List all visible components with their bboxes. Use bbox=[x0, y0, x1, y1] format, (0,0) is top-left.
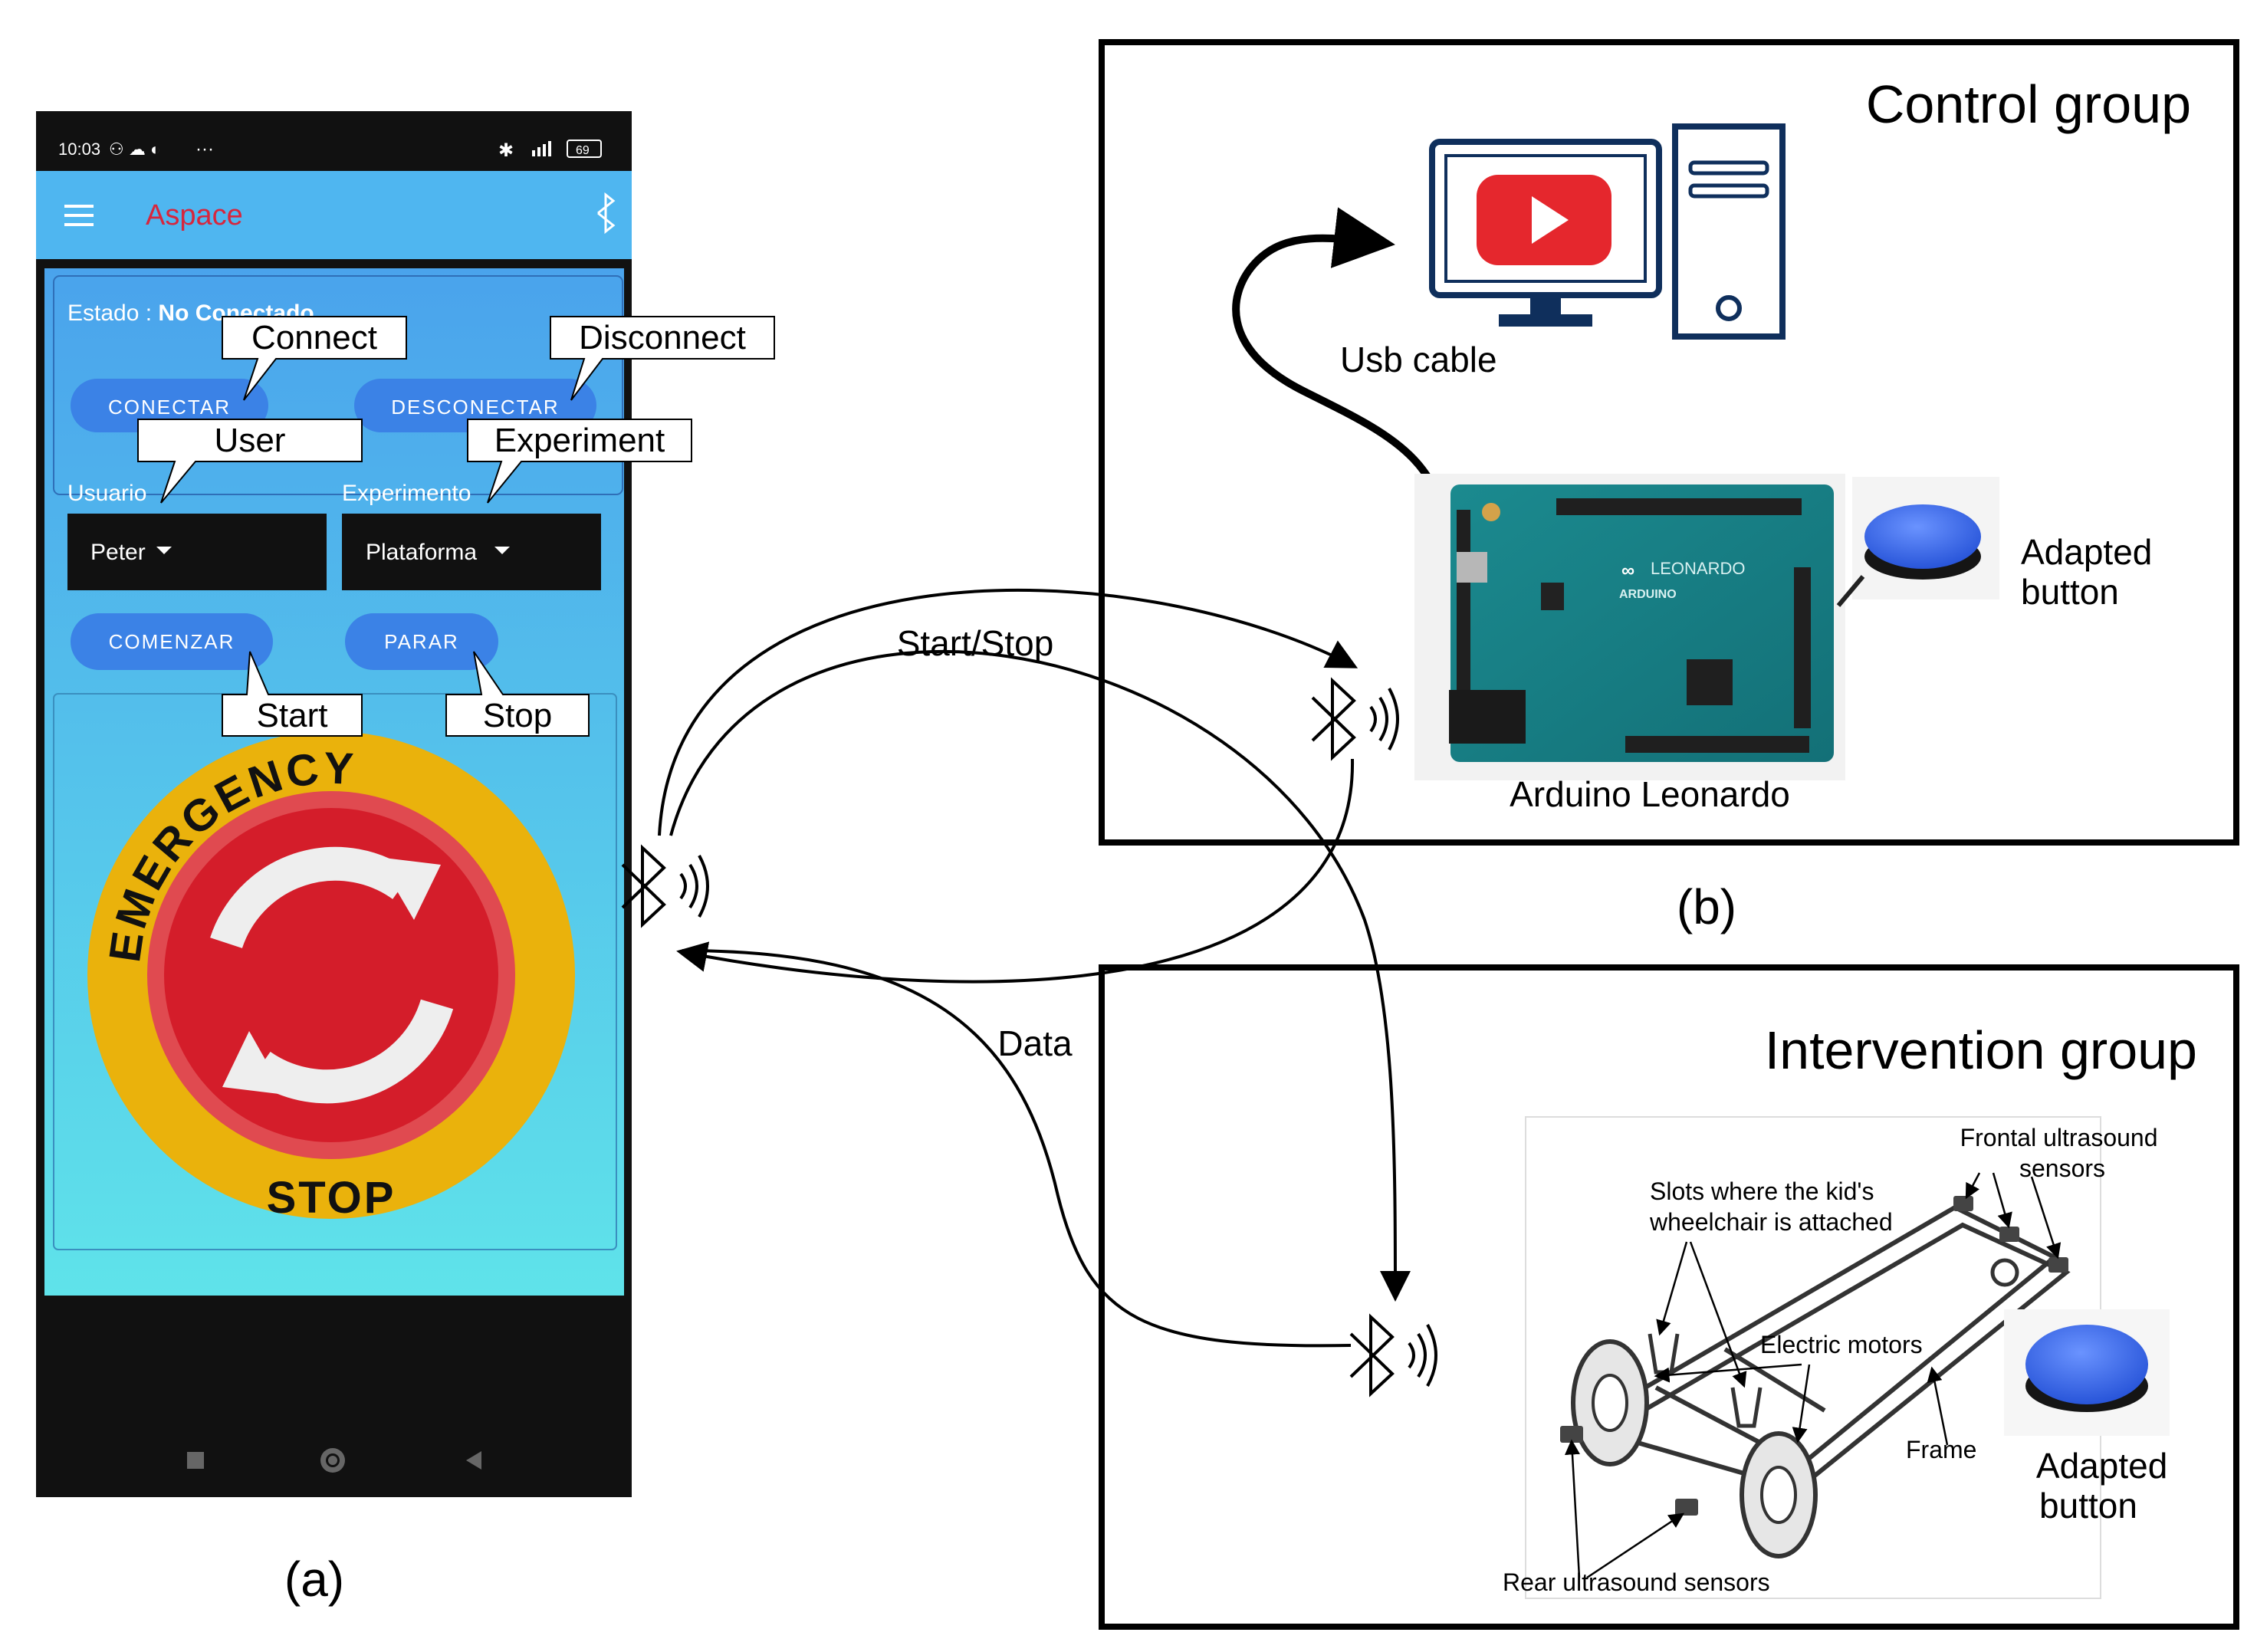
adapted-button-label-control: Adapted button bbox=[2021, 532, 2162, 612]
arduino-label: Arduino Leonardo bbox=[1510, 774, 1790, 814]
start-stop-link-vehicle bbox=[669, 650, 1411, 1302]
battery-icon bbox=[567, 140, 602, 158]
intervention-group-title: Intervention group bbox=[1765, 1020, 2197, 1080]
arduino-board: ∞ LEONARDO ARDUINO bbox=[1414, 474, 1845, 780]
refresh-arrowhead-icon bbox=[377, 857, 441, 920]
refresh-icon bbox=[210, 846, 454, 1104]
svg-text:Disconnect: Disconnect bbox=[579, 319, 746, 356]
adapted-button-icon bbox=[2004, 1309, 2170, 1436]
svg-text:User: User bbox=[215, 422, 286, 459]
usb-cable-arrow bbox=[1232, 207, 1455, 570]
callouts: Connect Disconnect User Experiment Start… bbox=[137, 316, 775, 737]
desconectar-button-label: DESCONECTAR bbox=[391, 396, 559, 419]
status-icons: ⚇ ☁ ◐ bbox=[109, 140, 160, 159]
adapted-button-icon bbox=[1852, 477, 1999, 599]
connection-card bbox=[53, 275, 623, 495]
usuario-dropdown-value: Peter bbox=[90, 540, 146, 565]
usuario-dropdown[interactable] bbox=[67, 514, 327, 590]
frontal-sensors-label: Frontal ultrasound sensors bbox=[1960, 1124, 2165, 1182]
callout-disconnect: Disconnect bbox=[550, 316, 775, 401]
data-label: Data bbox=[997, 1023, 1073, 1063]
nav-back-icon[interactable] bbox=[466, 1451, 481, 1470]
experimento-dropdown[interactable] bbox=[342, 514, 601, 590]
board-logo: LEONARDO bbox=[1651, 559, 1745, 578]
frame-label: Frame bbox=[1906, 1436, 1976, 1463]
start-stop-label: Start/Stop bbox=[897, 623, 1054, 663]
callout-user: User bbox=[137, 419, 363, 504]
experimento-dropdown-value: Plataforma bbox=[366, 540, 477, 565]
rear-sensors-label: Rear ultrasound sensors bbox=[1503, 1568, 1770, 1596]
menu-icon[interactable] bbox=[64, 205, 94, 226]
computer-icon bbox=[1429, 123, 1786, 340]
parar-button-label: PARAR bbox=[384, 630, 459, 653]
callout-stop: Stop bbox=[445, 651, 590, 737]
experimento-label: Experimento bbox=[342, 481, 471, 506]
svg-text:∞: ∞ bbox=[1621, 560, 1634, 581]
control-group-title: Control group bbox=[1866, 74, 2191, 134]
leader-lines bbox=[1564, 1172, 2062, 1579]
signal-icon bbox=[532, 141, 551, 156]
status-time: 10:03 bbox=[58, 140, 100, 159]
usuario-label: Usuario bbox=[67, 481, 146, 506]
bluetooth-appbar-icon[interactable] bbox=[597, 192, 616, 235]
callout-connect: Connect bbox=[222, 316, 407, 401]
electric-motors-label: Electric motors bbox=[1760, 1331, 1923, 1358]
svg-text:Stop: Stop bbox=[483, 697, 553, 734]
callout-start: Start bbox=[222, 651, 363, 737]
bluetooth-icon-arduino bbox=[1311, 677, 1399, 761]
bluetooth-status-icon: ✱ bbox=[498, 140, 514, 161]
callout-experiment: Experiment bbox=[467, 419, 692, 504]
comenzar-button-label: COMENZAR bbox=[109, 630, 235, 653]
caption-a: (a) bbox=[284, 1552, 344, 1607]
bluetooth-icon-vehicle bbox=[1349, 1313, 1437, 1397]
svg-text:Experiment: Experiment bbox=[494, 422, 665, 459]
button-cable bbox=[1836, 575, 1865, 607]
data-link-vehicle bbox=[682, 949, 1352, 1348]
comenzar-button[interactable] bbox=[71, 613, 273, 670]
refresh-arrowhead-icon bbox=[222, 1031, 285, 1095]
battery-level: 69 bbox=[576, 144, 590, 157]
app-bar bbox=[36, 171, 632, 259]
wheel-icon bbox=[1571, 1258, 2019, 1558]
status-dots: ··· bbox=[195, 139, 214, 159]
app-title: Aspace bbox=[146, 199, 243, 232]
parar-button[interactable] bbox=[345, 613, 498, 670]
svg-text:Start: Start bbox=[257, 697, 328, 734]
conectar-button-label: CONECTAR bbox=[108, 396, 231, 419]
adapted-button-label-intervention: Adapted button bbox=[2036, 1446, 2177, 1526]
intervention-group-panel: Intervention group bbox=[1099, 964, 2239, 1630]
links bbox=[658, 588, 1411, 1348]
svg-text:Connect: Connect bbox=[251, 319, 377, 356]
ultrasound-sensor-icon bbox=[1560, 1196, 2068, 1516]
nav-square-icon[interactable] bbox=[187, 1452, 204, 1469]
chevron-down-icon bbox=[156, 547, 172, 554]
chevron-down-icon bbox=[494, 547, 510, 554]
board-brand: ARDUINO bbox=[1619, 588, 1677, 601]
emergency-stop-button[interactable]: EMERGENCY STOP bbox=[87, 731, 575, 1223]
start-stop-link-arduino bbox=[658, 588, 1358, 836]
caption-b: (b) bbox=[1677, 879, 1736, 934]
control-group-panel: Control group Usb cable bbox=[1099, 39, 2239, 846]
data-link-arduino bbox=[676, 758, 1355, 984]
stop-label: STOP bbox=[267, 1173, 396, 1223]
usb-cable-label: Usb cable bbox=[1340, 340, 1497, 379]
bluetooth-icon-phone bbox=[621, 844, 709, 928]
slots-label: Slots where the kid's wheelchair is atta… bbox=[1649, 1177, 1893, 1236]
